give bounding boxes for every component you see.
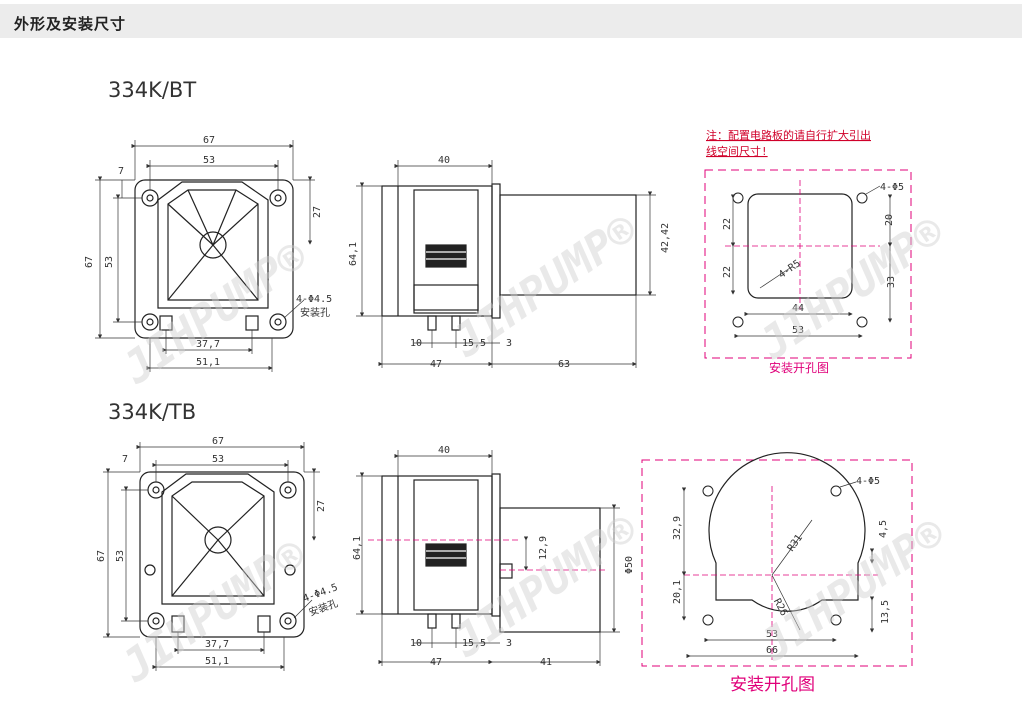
tb-dim-27: 27 <box>316 500 327 512</box>
bt-motor <box>499 194 637 296</box>
tb-dim-511: 51,1 <box>205 656 229 667</box>
tb-dim-inner-height: 53 <box>115 550 126 562</box>
tb-mount-frame <box>641 459 913 667</box>
bt-dim-height: 67 <box>84 256 95 268</box>
bt-mount-cutout <box>704 169 912 359</box>
tb-mount-45: 4,5 <box>878 520 889 538</box>
bt-mount-20: 20 <box>884 214 895 226</box>
watermark-logo: JIHPUMP® <box>112 529 316 693</box>
model-title-bt: 334K/BT <box>108 78 197 102</box>
tb-side-dim-41: 41 <box>540 657 552 668</box>
bt-note-line1: 注：配置电路板的请自行扩大引出 <box>706 128 871 142</box>
tb-dim-377: 37,7 <box>205 639 229 650</box>
tb-mount-201: 20,1 <box>672 580 683 604</box>
bt-mount-22b: 22 <box>722 266 733 278</box>
tb-rotor <box>204 526 232 554</box>
watermark-logo: JIHPUMP® <box>113 231 317 395</box>
tb-side-dim-40: 40 <box>438 445 450 456</box>
tb-side-dim-155: 15,5 <box>462 638 486 649</box>
header-bar: 外形及安装尺寸 <box>0 4 1022 38</box>
tb-mount-r31: R31 <box>786 533 805 554</box>
bt-mount-hole <box>269 189 287 207</box>
bt-mount-22a: 22 <box>722 218 733 230</box>
tb-side-dim-3: 3 <box>506 638 512 649</box>
bt-mount-frame <box>704 169 912 359</box>
tb-mount-66: 66 <box>766 645 778 656</box>
tb-mount-caption: 安装开孔图 <box>730 675 815 695</box>
tb-mount-hole-label: 4-Φ5 <box>856 476 880 487</box>
tb-side-dim-641: 64,1 <box>352 536 363 560</box>
tb-dim-7: 7 <box>122 454 128 465</box>
bt-hole-text: 安装孔 <box>300 306 330 319</box>
tb-dim-67: 67 <box>212 436 224 447</box>
tb-side-dim-129: 12,9 <box>538 536 549 560</box>
bt-side-dim-63: 63 <box>558 359 570 370</box>
bt-front-view <box>134 179 294 339</box>
bt-dim-53: 53 <box>203 155 215 166</box>
tb-mount-135: 13,5 <box>880 600 891 624</box>
tb-mount-53: 53 <box>766 629 778 640</box>
bt-side-dim-40: 40 <box>438 155 450 166</box>
tb-side-dim-47: 47 <box>430 657 442 668</box>
bt-mount-53: 53 <box>792 325 804 336</box>
bt-pump-head <box>157 181 269 309</box>
tb-dim-height: 67 <box>96 550 107 562</box>
bt-side-dim-3: 3 <box>506 338 512 349</box>
bt-hole-label: 4-Φ4.5 <box>296 294 332 305</box>
bt-dim-511: 51,1 <box>196 357 220 368</box>
watermark-group: JIHPUMP® JIHPUMP® JIHPUMP® JIHPUMP® JIHP… <box>112 204 955 693</box>
tb-mount-profile <box>708 452 866 612</box>
bt-dim-67: 67 <box>203 135 215 146</box>
model-title-tb: 334K/TB <box>108 400 197 424</box>
tb-dim-53: 53 <box>212 454 224 465</box>
bt-mount-33: 33 <box>886 276 897 288</box>
bt-dim-377: 37,7 <box>196 339 220 350</box>
tb-front-view <box>139 471 305 638</box>
section-title: 外形及安装尺寸 <box>14 15 127 33</box>
tb-mount-329: 32,9 <box>672 516 683 540</box>
watermark-logo: JIHPUMP® <box>443 504 647 668</box>
bt-mount-hole-label: 4-Φ5 <box>880 182 904 193</box>
tb-side-dim-50: Φ50 <box>624 556 635 574</box>
tb-pump-head <box>161 473 275 605</box>
tb-mount-cutout <box>641 452 913 667</box>
bt-dim-27: 27 <box>312 206 323 218</box>
bt-mount-caption: 安装开孔图 <box>769 360 829 375</box>
bt-side-dim-10: 10 <box>410 338 422 349</box>
bt-dim-inner-height: 53 <box>104 256 115 268</box>
bt-mount-44: 44 <box>792 303 804 314</box>
bt-tube-section <box>425 244 467 268</box>
tb-side-dim-10: 10 <box>410 638 422 649</box>
bt-dim-7: 7 <box>118 166 124 177</box>
bt-side-dim-47: 47 <box>430 359 442 370</box>
bt-side-dim-155: 15,5 <box>462 338 486 349</box>
bt-side-view <box>381 183 637 331</box>
bt-front-dims <box>95 140 315 372</box>
bt-mount-radius: 4-R5 <box>777 258 803 281</box>
bt-rotor <box>199 231 227 259</box>
tb-front-plate <box>139 471 305 638</box>
bt-side-dim-4242: 42,42 <box>660 223 671 253</box>
bt-mount-hole <box>141 189 159 207</box>
bt-note-line2: 线空间尺寸! <box>706 144 768 158</box>
bt-mount-hole <box>269 313 287 331</box>
bt-side-dim-641: 64,1 <box>348 242 359 266</box>
watermark-logo: JIHPUMP® <box>443 204 647 368</box>
watermark-logo: JIHPUMP® <box>751 508 955 672</box>
bt-front-plate <box>134 179 294 339</box>
